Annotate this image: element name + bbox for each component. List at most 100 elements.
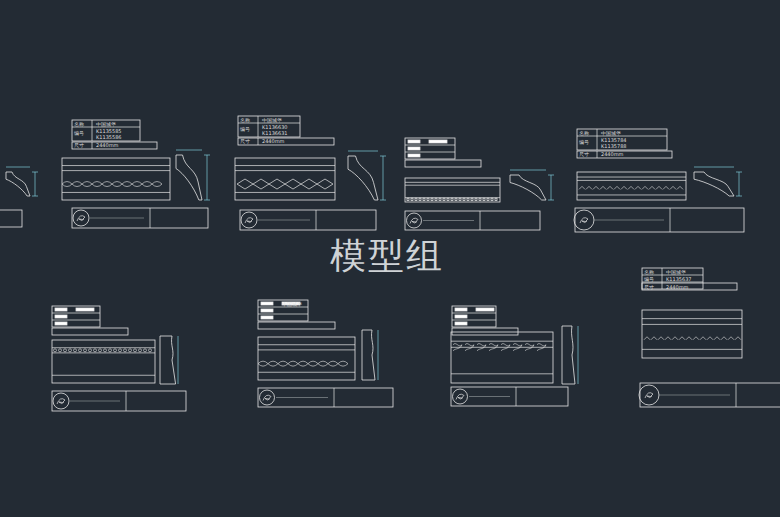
bead [79,349,82,352]
bead [94,349,97,352]
table-cell: K1135585 [96,128,122,134]
cad-rect [415,198,417,200]
cad-line [62,170,170,171]
cad-rect [452,306,496,327]
cad-rect [72,142,157,149]
cad-line [92,120,93,141]
logo-circle [241,212,257,228]
bead [119,349,122,352]
cad-path [160,336,176,384]
cad-rect [258,322,335,329]
table-cell: 中国城堡 [666,269,686,275]
cad-rect [238,138,334,145]
cad-line [516,387,517,406]
bead [109,349,112,352]
cad-line [736,196,742,197]
bead [129,349,132,352]
cad-line [670,208,671,232]
table-cell: 尺寸 [579,151,589,157]
table-cell: 2440mm [262,138,284,144]
cad-rect [642,310,742,358]
cad-line [551,175,552,200]
cad-rect [577,129,667,150]
cad-rect [451,198,453,200]
cad-line [658,395,730,396]
table-cell: 2440mm [601,151,623,157]
cad-line [593,220,664,221]
table-cell: 名称 [579,130,589,136]
cad-rect [476,308,494,311]
cad-line [6,167,30,168]
cad-line [207,155,208,200]
cad-line [258,314,308,315]
cad-rect [407,198,409,200]
cad-path [410,218,418,223]
cad-path [579,186,683,189]
cad-line [258,349,355,350]
cad-line [178,336,179,384]
cad-rect [577,172,686,200]
cad-line [736,383,737,407]
table-cell: K1135784 [601,137,627,143]
table-cell: 中国城堡 [262,117,282,123]
cad-line [694,167,734,168]
cad-rect [439,198,441,200]
cad-rect [455,322,467,325]
cad-rect [261,309,273,312]
cad-line [176,150,202,151]
cad-path [245,218,253,223]
cad-path [176,155,202,200]
cad-line [52,352,155,353]
cad-rect [642,268,703,289]
bead [144,349,147,352]
cad-rect [452,328,518,335]
table-cell: 名称 [240,117,250,123]
table-cell: 尺寸 [644,284,654,290]
cad-rect [55,308,67,311]
cad-line [316,210,317,230]
cad-rect [408,140,420,143]
cad-rect [455,315,467,318]
table-cell: 2440mm [96,142,118,148]
cad-rect [479,198,481,200]
cad-line [642,349,742,350]
cad-rect [423,198,425,200]
cad-line [405,182,500,183]
cad-rect [447,198,449,200]
bead [99,349,102,352]
cad-line [548,175,554,176]
cad-rect [408,147,420,150]
cad-rect [258,388,393,407]
bead [124,349,127,352]
cad-rect [55,322,67,325]
table-cell: 尺寸 [74,142,84,148]
cad-rect [52,391,186,411]
cad-line [739,172,740,196]
cad-line [423,220,474,221]
cad-line [378,330,379,380]
bead [104,349,107,352]
cad-line [451,341,553,342]
cad-rect [451,332,553,383]
cad-rect [642,283,737,290]
cad-rect [258,300,308,321]
cad-line [405,185,500,186]
cad-rect [52,306,100,327]
cad-line [334,388,335,407]
bead [134,349,137,352]
cad-line [642,324,742,325]
table-cell: K1135586 [96,134,122,140]
cad-line [469,396,510,397]
cad-line [276,397,328,398]
cad-line [405,145,455,146]
cad-line [258,344,355,345]
table-cell: K1136630 [262,124,288,130]
cad-path [77,216,85,221]
logo-circle [407,213,422,228]
cad-line [52,313,100,314]
table-cell: 2440mm [666,284,688,290]
logo-circle [574,210,594,230]
cad-line [510,170,546,171]
bead [54,349,57,352]
cad-rect [405,211,540,230]
